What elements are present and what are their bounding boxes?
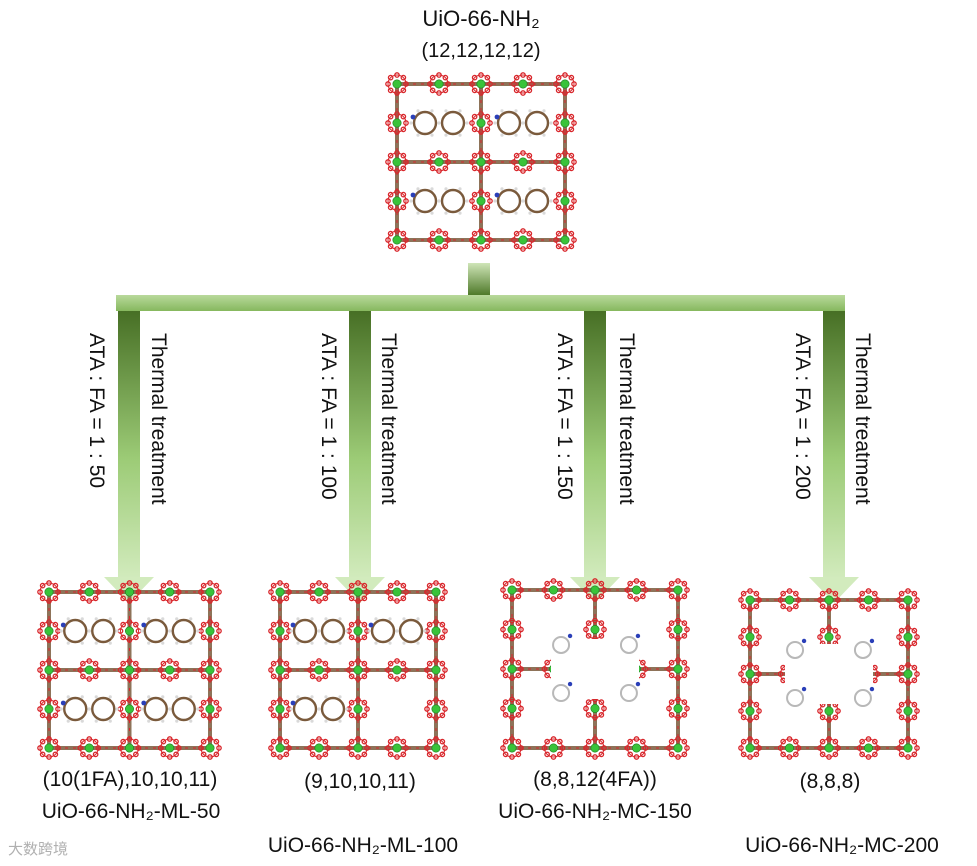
branch-arrows xyxy=(104,263,859,603)
watermark-text: 大数跨境 xyxy=(8,841,69,858)
treatment-label-3: Thermal treatment xyxy=(615,333,638,505)
ratio-label-4: ATA : FA = 1 : 200 xyxy=(791,333,814,500)
ratio-label-1: ATA : FA = 1 : 50 xyxy=(85,333,108,489)
defects-label-2: (9,10,10,11) xyxy=(304,770,416,793)
defects-label-4: (8,8,8) xyxy=(799,770,861,793)
top-defects: (12,12,12,12) xyxy=(421,40,541,62)
name-label-4: UiO-66-NH₂-MC-200 xyxy=(745,834,939,857)
treatment-label-4: Thermal treatment xyxy=(851,333,874,505)
framework-structure-ml-50 xyxy=(37,580,222,760)
defects-label-1: (10(1FA),10,10,11) xyxy=(42,768,218,791)
arrow-4 xyxy=(809,311,859,603)
top-title: UiO-66-NH₂ xyxy=(422,6,540,31)
horizontal-bar xyxy=(116,295,845,311)
ratio-label-2: ATA : FA = 1 : 100 xyxy=(317,333,340,500)
name-label-2: UiO-66-NH₂-ML-100 xyxy=(267,834,459,857)
stem-from-top xyxy=(468,263,490,295)
name-label-3: UiO-66-NH₂-MC-150 xyxy=(498,800,692,823)
treatment-label-1: Thermal treatment xyxy=(147,333,170,505)
arrow-3 xyxy=(570,311,620,603)
defects-label-3: (8,8,12(4FA)) xyxy=(533,768,657,791)
framework-structure-mc-200 xyxy=(738,588,920,760)
ratio-label-3: ATA : FA = 1 : 150 xyxy=(553,333,576,500)
top-framework-structure xyxy=(385,72,577,252)
framework-structure-mc-150 xyxy=(500,578,690,760)
name-label-1: UiO-66-NH₂-ML-50 xyxy=(41,800,221,823)
framework-structure-ml-100 xyxy=(268,580,448,760)
treatment-label-2: Thermal treatment xyxy=(377,333,400,505)
